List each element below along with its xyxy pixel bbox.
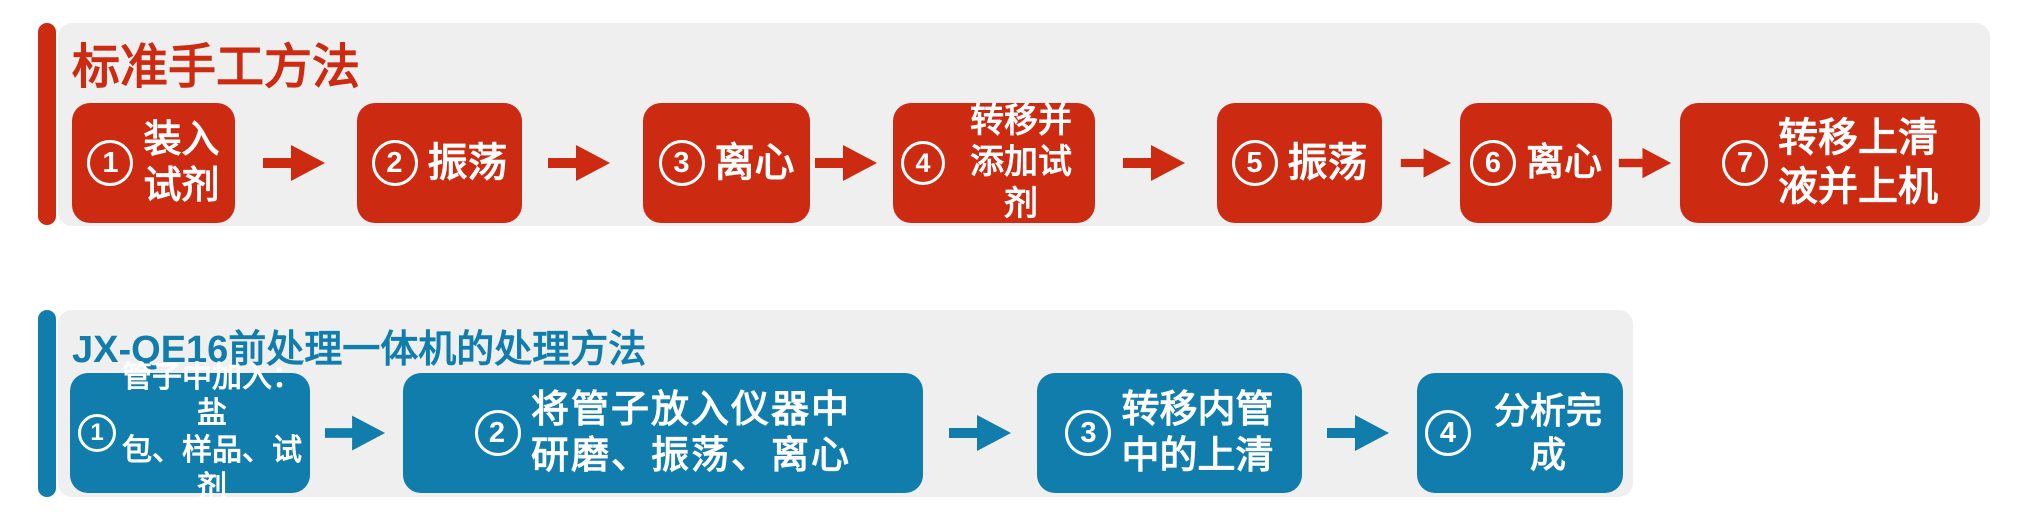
manual-step-2: 2 振荡 — [357, 103, 522, 223]
arrow-right-icon — [1322, 413, 1394, 453]
step-number-circle: 4 — [901, 141, 945, 185]
step-label-line: 转移并 — [970, 101, 1072, 140]
step-number-circle: 7 — [1722, 140, 1768, 186]
step-label: 转移并添加试剂 — [955, 101, 1087, 225]
step-label-line: 中的上清 — [1121, 435, 1274, 477]
step-label: 离心 — [715, 139, 795, 188]
step-label: 管子中加入：盐包、样品、试剂 — [122, 360, 302, 506]
arrow-right-icon — [1121, 143, 1187, 183]
arrow-right-icon — [324, 413, 386, 453]
step-label: 转移上清液并上机 — [1778, 114, 1938, 212]
step-number-circle: 1 — [87, 140, 134, 186]
step-label: 离心 — [1526, 140, 1602, 186]
arrow-right-icon — [814, 143, 878, 183]
step-label: 振荡 — [1288, 139, 1368, 188]
step-label-line: 振荡 — [427, 140, 508, 185]
step-label-line: 装入 — [143, 118, 220, 161]
step-label-line: 离心 — [714, 140, 795, 185]
red-accent-bar — [38, 23, 56, 225]
manual-step-3: 3 离心 — [643, 103, 810, 223]
step-number-circle: 3 — [1065, 410, 1112, 456]
arrow-right-icon — [944, 413, 1016, 453]
step-label-line: 试剂 — [143, 165, 220, 207]
machine-method-title: JX-QE16前处理一体机的处理方法 — [72, 329, 647, 371]
step-label-line: 添加试剂 — [970, 143, 1072, 223]
step-number-circle: 1 — [78, 414, 116, 452]
step-label-line: 转移上清 — [1778, 116, 1938, 161]
step-number-circle: 2 — [371, 140, 418, 186]
machine-step-1: 1 管子中加入：盐包、样品、试剂 — [70, 361, 310, 504]
step-number-circle: 3 — [658, 140, 705, 186]
step-label-line: 研磨、振荡、离心 — [530, 435, 851, 477]
step-label-line: 将管子放入仪器中 — [530, 388, 851, 431]
arrow-right-icon — [258, 143, 330, 183]
machine-step-2: 2 将管子放入仪器中研磨、振荡、离心 — [403, 373, 923, 493]
step-label: 振荡 — [428, 139, 508, 188]
step-number-circle: 4 — [1425, 410, 1471, 456]
machine-step-3: 3 转移内管中的上清 — [1037, 373, 1302, 493]
manual-step-1: 1 装入试剂 — [72, 103, 235, 223]
step-number-circle: 2 — [474, 410, 521, 456]
arrow-right-icon — [546, 143, 612, 183]
step-label-line: 分析完成 — [1493, 390, 1602, 475]
arrow-right-icon — [1618, 143, 1672, 183]
manual-step-5: 5 振荡 — [1217, 103, 1382, 223]
step-label: 分析完成 — [1481, 389, 1615, 477]
step-label: 装入试剂 — [143, 117, 219, 210]
step-label-line: 转移内管 — [1121, 388, 1274, 431]
step-number-circle: 5 — [1231, 140, 1278, 186]
step-label-line: 液并上机 — [1778, 165, 1938, 209]
manual-step-6: 6 离心 — [1460, 103, 1612, 223]
blue-accent-bar — [38, 310, 56, 497]
machine-step-4: 4 分析完成 — [1417, 373, 1623, 493]
step-number-circle: 6 — [1469, 140, 1516, 186]
step-label-line: 管子中加入：盐 — [122, 360, 302, 431]
manual-method-title: 标准手工方法 — [72, 41, 361, 94]
manual-step-4: 4 转移并添加试剂 — [893, 101, 1095, 225]
arrow-right-icon — [1400, 143, 1452, 183]
step-label: 将管子放入仪器中研磨、振荡、离心 — [531, 387, 851, 480]
step-label-line: 振荡 — [1287, 140, 1368, 185]
step-label: 转移内管中的上清 — [1121, 387, 1273, 480]
step-label-line: 包、样品、试剂 — [122, 434, 302, 504]
manual-step-7: 7 转移上清液并上机 — [1680, 103, 1980, 223]
step-label-line: 离心 — [1525, 141, 1602, 184]
